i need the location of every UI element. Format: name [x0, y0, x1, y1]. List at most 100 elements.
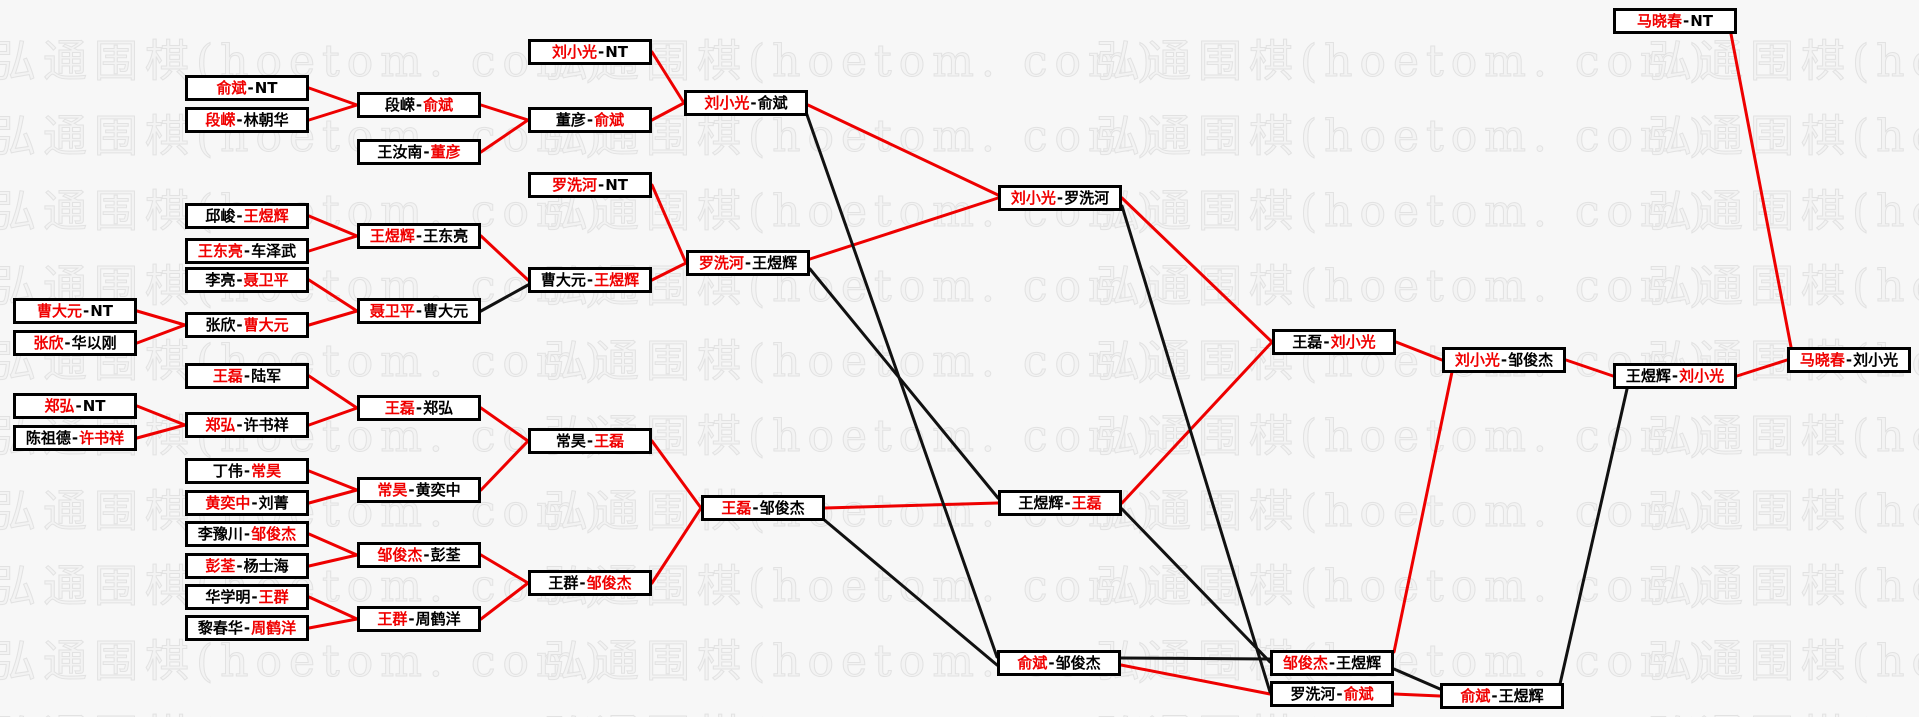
player-name-right: 俞斌	[757, 93, 788, 112]
player-name-left: 段嵘	[384, 95, 415, 114]
player-name-left: 张欣	[205, 315, 236, 334]
match-separator: -	[1048, 653, 1055, 672]
match-separator: -	[236, 415, 243, 434]
match-box-yubin-zoujunjie: 俞斌-邹俊杰	[997, 650, 1121, 676]
player-name-right: 郑弘	[423, 398, 454, 417]
player-name-right: 王磊	[594, 431, 625, 450]
player-name-right: 曹大元	[423, 301, 469, 320]
player-name-right: 聂卫平	[243, 270, 289, 289]
player-name-left: 聂卫平	[369, 301, 415, 320]
winner-path-line	[307, 553, 359, 568]
player-name-right: 彭荃	[430, 545, 461, 564]
player-name-left: 马晓春	[1799, 350, 1845, 369]
player-name-right: 刘小光	[1853, 350, 1899, 369]
player-name-right: NT	[605, 175, 629, 194]
player-name-left: 邹俊杰	[377, 545, 423, 564]
player-name-right: 许书祥	[79, 428, 125, 447]
winner-path-line	[1729, 32, 1793, 349]
winner-path-line	[135, 323, 187, 345]
player-name-right: 俞斌	[594, 110, 625, 129]
player-name-left: 彭荃	[205, 556, 236, 575]
match-separator: -	[415, 398, 423, 417]
match-box-luoxihe-nt: 罗洗河-NT	[528, 172, 652, 198]
player-name-left: 刘小光	[1010, 188, 1056, 207]
player-name-right: 王群	[258, 587, 289, 606]
match-box-liyuchuan-zoujunjie: 李豫川-邹俊杰	[185, 521, 309, 547]
player-name-left: 王磊	[212, 366, 243, 385]
loser-path-line	[1119, 656, 1272, 661]
loser-path-line	[1120, 204, 1272, 694]
player-name-left: 黎春华	[197, 618, 243, 637]
player-name-left: 刘小光	[551, 42, 597, 61]
loser-path-line	[1120, 507, 1272, 664]
winner-path-line	[479, 103, 530, 122]
player-name-right: 王煜辉	[594, 270, 640, 289]
winner-path-line	[307, 234, 359, 253]
match-separator: -	[1064, 493, 1071, 512]
match-separator: -	[586, 431, 594, 450]
winner-path-line	[650, 50, 686, 105]
match-box-wangqun-zhouheyang: 王群-周鹤洋	[357, 606, 481, 632]
match-separator: -	[752, 498, 759, 517]
match-box-zhangxin-huayigang: 张欣-华以刚	[13, 330, 137, 356]
winner-path-line	[1120, 196, 1274, 344]
player-name-right: 王煜辉	[243, 206, 289, 225]
match-box-caodayuan-nt: 曹大元-NT	[13, 298, 137, 324]
match-separator: -	[1845, 350, 1853, 369]
match-separator: -	[744, 253, 752, 272]
match-separator: -	[64, 333, 71, 352]
match-separator: -	[586, 110, 594, 129]
winner-path-line	[307, 214, 359, 238]
player-name-left: 曹大元	[36, 301, 82, 320]
match-separator: -	[243, 366, 251, 385]
player-name-right: 周鹤洋	[415, 609, 461, 628]
match-separator: -	[251, 587, 258, 606]
winner-path-line	[808, 196, 1000, 261]
winner-path-line	[1392, 692, 1442, 698]
player-name-right: 邹俊杰	[251, 524, 297, 543]
winner-path-line	[650, 101, 686, 122]
winner-path-line	[307, 278, 359, 313]
player-name-right: 邹俊杰	[1055, 653, 1101, 672]
winner-path-line	[307, 595, 359, 621]
match-separator: -	[71, 428, 79, 447]
winner-path-line	[1564, 358, 1615, 378]
match-box-wangrunan-dongyan: 王汝南-董彦	[357, 139, 481, 165]
match-box-liliang-nieweiping: 李亮-聂卫平	[185, 267, 309, 293]
match-box-caodayuan-wangyuhui: 曹大元-王煜辉	[528, 267, 652, 293]
winner-path-line	[1392, 370, 1454, 654]
player-name-right: NT	[82, 396, 106, 415]
match-box-liuxiaoguang-luoxihe: 刘小光-罗洗河	[998, 185, 1122, 211]
winner-path-line	[650, 183, 688, 265]
match-separator: -	[251, 493, 258, 512]
winner-path-line	[479, 581, 530, 621]
player-name-left: 马晓春	[1636, 11, 1682, 30]
player-name-right: 王煜辉	[752, 253, 798, 272]
match-box-duanrong-linchaohua: 段嵘-林朝华	[185, 107, 309, 133]
match-separator: -	[1491, 686, 1498, 705]
player-name-left: 王磊	[384, 398, 415, 417]
match-box-chenzude-xushuxiang: 陈祖德-许书祥	[13, 425, 137, 451]
match-box-liuxiaoguang-nt: 刘小光-NT	[528, 39, 652, 65]
match-separator: -	[1323, 332, 1330, 351]
match-box-wangyuhui-wangdongliang: 王煜辉-王东亮	[357, 223, 481, 249]
player-name-left: 段嵘	[205, 110, 236, 129]
match-box-dingwei-changhao: 丁伟-常昊	[185, 458, 309, 484]
loser-path-line	[479, 283, 530, 313]
match-box-wangdongliang-chezewu: 王东亮-车泽武	[185, 238, 309, 264]
match-box-changhao-wanglei: 常昊-王磊	[528, 428, 652, 454]
player-name-right: 邹俊杰	[586, 573, 632, 592]
winner-path-line	[479, 553, 530, 585]
player-name-left: 邱峻	[205, 206, 236, 225]
winner-path-line	[307, 532, 359, 557]
player-name-right: 刘小光	[1330, 332, 1376, 351]
match-separator: -	[1671, 366, 1679, 385]
match-separator: -	[597, 42, 605, 61]
winner-path-line	[307, 309, 359, 327]
match-box-luoxihe-yubin: 罗洗河-俞斌	[1270, 681, 1394, 707]
player-name-right: 邹俊杰	[1508, 350, 1554, 369]
winner-path-line	[135, 309, 187, 327]
match-box-zhenghong-xushuxiang: 郑弘-许书祥	[185, 412, 309, 438]
player-name-left: 丁伟	[212, 461, 243, 480]
